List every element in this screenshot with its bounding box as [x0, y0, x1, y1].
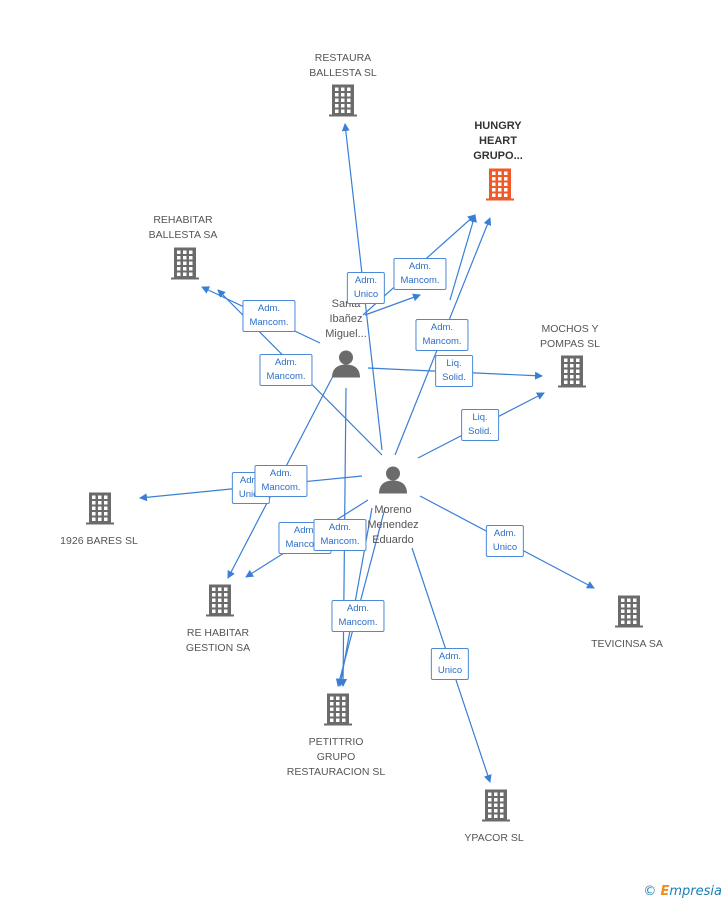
relation-badge-r6[interactable]: Liq. Solid.	[435, 355, 473, 387]
building-icon[interactable]	[327, 83, 359, 124]
relation-badge-r1[interactable]: Adm. Unico	[346, 272, 386, 304]
relation-edge	[337, 507, 373, 687]
company-label-bares[interactable]: 1926 BARES SL	[60, 535, 138, 547]
brand-logo-e: E	[660, 884, 670, 899]
building-icon[interactable]	[322, 692, 354, 733]
person-icon[interactable]	[378, 465, 408, 500]
company-label-ypacor[interactable]: YPACOR SL	[464, 832, 524, 844]
relation-badge-r3[interactable]: Adm. Mancom.	[415, 319, 469, 351]
person-icon[interactable]	[331, 349, 361, 384]
building-icon[interactable]	[556, 354, 588, 395]
building-icon[interactable]	[613, 594, 645, 635]
brand-logo-text: mpresia	[669, 884, 722, 899]
company-label-petittrio[interactable]: PETITTRIO GRUPO RESTAURACION SL	[286, 736, 386, 778]
relation-badge-r13[interactable]: Adm. Unico	[485, 525, 525, 557]
company-label-tevicinsa[interactable]: TEVICINSA SA	[591, 638, 663, 650]
relation-edge	[449, 214, 477, 301]
company-label-restaura[interactable]: RESTAURA BALLESTA SL	[309, 52, 377, 79]
company-label-mochos[interactable]: MOCHOS Y POMPAS SL	[540, 323, 600, 350]
company-label-rehabgest[interactable]: RE HABITAR GESTION SA	[185, 627, 251, 654]
company-label-hungry[interactable]: HUNGRY HEART GRUPO...	[473, 120, 523, 162]
relation-badge-r9[interactable]: Adm. Mancom.	[254, 465, 308, 497]
person-label-moreno[interactable]: Moreno Menendez Eduardo	[367, 504, 419, 546]
copyright-icon: ©	[643, 884, 657, 899]
relation-badge-r2[interactable]: Adm. Mancom.	[393, 258, 447, 290]
relation-badge-r5[interactable]: Adm. Mancom.	[259, 354, 313, 386]
relation-badge-r12[interactable]: Adm. Mancom.	[313, 519, 367, 551]
relation-badge-r4[interactable]: Adm. Mancom.	[242, 300, 296, 332]
building-icon[interactable]	[169, 246, 201, 287]
relation-badge-r14[interactable]: Adm. Unico	[430, 648, 470, 680]
building-icon[interactable]	[480, 788, 512, 829]
relation-badge-r7[interactable]: Liq. Solid.	[461, 409, 499, 441]
building-icon[interactable]	[84, 491, 116, 532]
relation-edge	[364, 293, 421, 316]
building-icon[interactable]	[204, 583, 236, 624]
building-icon[interactable]	[484, 167, 516, 208]
empresia-footer: © Empresia	[643, 884, 722, 899]
company-label-rehabitar[interactable]: REHABITAR BALLESTA SA	[148, 214, 218, 241]
relation-badge-r11[interactable]: Adm. Mancom.	[331, 600, 385, 632]
